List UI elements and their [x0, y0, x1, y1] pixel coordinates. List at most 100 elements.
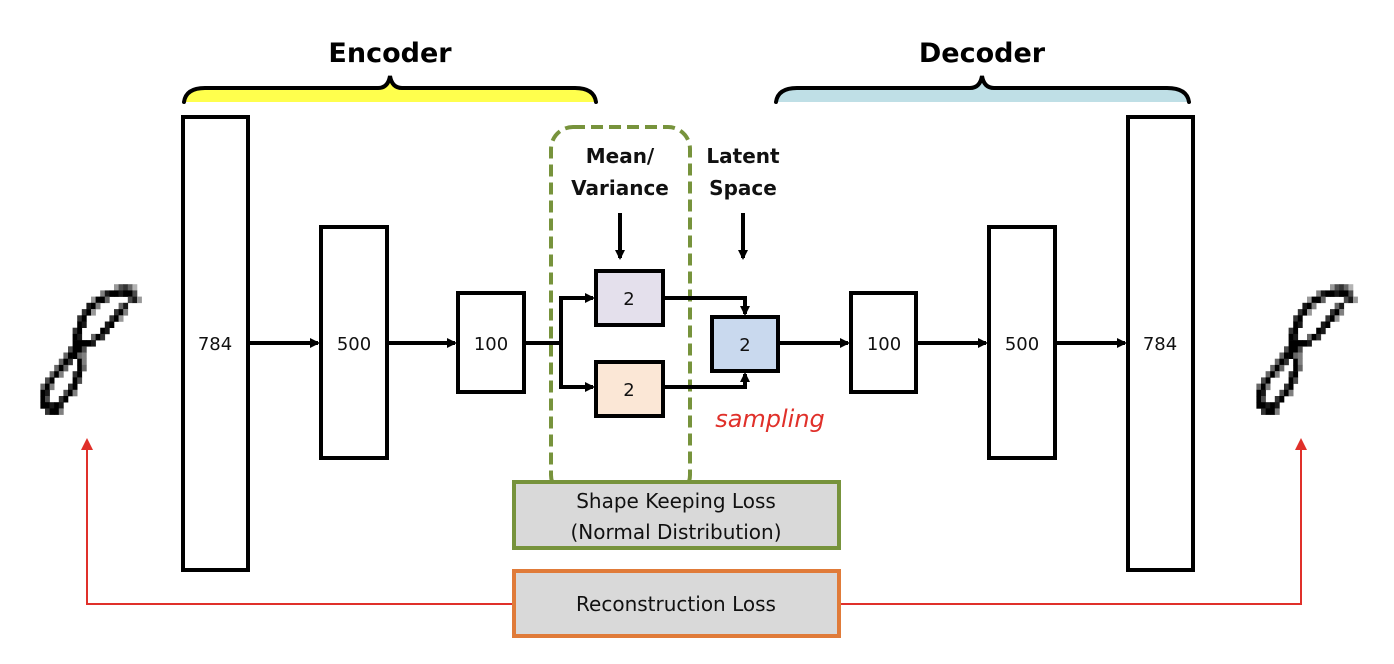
input-digit-pixel: [81, 352, 87, 359]
input-digit-pixel: [77, 340, 83, 347]
input-digit-pixel: [49, 383, 55, 391]
output-digit-pixel: [1288, 383, 1294, 391]
input-digit-pixel: [68, 389, 73, 397]
input-digit-pixel: [118, 284, 124, 291]
input-digit-pixel: [77, 377, 83, 384]
input-digit-pixel: [63, 358, 69, 366]
reconstruction-arrow-left: [81, 438, 514, 605]
input-digit-pixel: [109, 315, 115, 322]
reconstruction-arrow-right: [839, 438, 1307, 605]
output-digit-pixel: [1284, 346, 1289, 353]
output-digit-pixel: [1284, 358, 1289, 366]
output-digit-pixel: [1311, 302, 1317, 310]
input-digit-pixel: [54, 364, 60, 372]
input-digit-pixel: [49, 402, 55, 409]
input-digit-pixel: [118, 302, 124, 310]
input-digit-pixel: [104, 290, 110, 297]
output-digit-pixel: [1297, 346, 1303, 353]
input-digit-pixel: [104, 321, 110, 328]
shape-keeping-loss-line1: Shape Keeping Loss: [576, 489, 776, 513]
output-digit-pixel: [1261, 396, 1266, 403]
output-digit-pixel: [1320, 327, 1326, 335]
output-digit-image: [1256, 284, 1358, 415]
output-digit-pixel: [1325, 315, 1331, 322]
input-digit-pixel: [77, 371, 83, 378]
input-digit-pixel: [100, 327, 106, 335]
output-digit-pixel: [1348, 290, 1354, 297]
output-digit-pixel: [1297, 352, 1303, 359]
arrow-split-to-variance: [559, 343, 595, 392]
output-digit-pixel: [1348, 284, 1354, 291]
encoder-brace-line: [182, 75, 598, 104]
input-digit-pixel: [100, 296, 106, 304]
input-digit-pixel: [63, 364, 69, 372]
output-digit-pixel: [1307, 333, 1312, 341]
input-digit-pixel: [58, 364, 64, 372]
input-digit-pixel: [45, 389, 50, 397]
input-digit-pixel: [81, 340, 87, 347]
arrow-split-to-mean: [559, 293, 595, 343]
input-digit-pixel: [91, 333, 96, 341]
output-digit-pixel: [1270, 408, 1276, 415]
input-digit-pixel: [63, 352, 69, 359]
latent-space-label-line1: Latent: [706, 144, 780, 168]
input-digit-pixel: [104, 296, 110, 304]
output-digit-pixel: [1293, 358, 1299, 366]
input-digit-pixel: [100, 290, 106, 297]
output-digit-pixel: [1284, 383, 1289, 391]
output-digit-pixel: [1274, 364, 1280, 372]
output-digit-pixel: [1302, 340, 1308, 347]
output-digit-pixel: [1334, 315, 1340, 322]
input-digit-pixel: [54, 402, 60, 409]
output-digit-pixel: [1325, 321, 1331, 328]
output-digit-pixel: [1316, 327, 1322, 335]
output-digit-pixel: [1293, 333, 1299, 341]
output-digit-pixel: [1297, 315, 1303, 322]
input-digit-pixel: [77, 321, 83, 328]
input-digit-pixel: [100, 333, 106, 341]
mean-variance-label-line1: Mean/: [586, 144, 655, 168]
input-digit-pixel: [72, 327, 78, 335]
output-digit-pixel: [1293, 352, 1299, 359]
input-digit-pixel: [114, 315, 119, 322]
output-digit-pixel: [1261, 377, 1266, 384]
output-digit-pixel: [1311, 296, 1317, 304]
output-digit-pixel: [1343, 284, 1349, 291]
input-digit-pixel: [132, 296, 138, 304]
input-digit-pixel: [91, 309, 96, 316]
reconstruction-loss-box: [512, 569, 841, 638]
input-digit-pixel: [40, 402, 46, 409]
output-digit-pixel: [1343, 290, 1349, 297]
decoder-brace-line: [774, 75, 1191, 104]
input-digit-pixel: [63, 389, 69, 397]
decoder-layer-100: [849, 291, 918, 394]
output-digit-pixel: [1316, 333, 1322, 341]
input-digit-pixel: [40, 389, 46, 397]
output-digit-pixel: [1339, 309, 1345, 316]
input-digit-pixel: [118, 309, 124, 316]
output-digit-pixel: [1265, 383, 1271, 391]
input-digit-pixel: [68, 383, 73, 391]
encoder-layer-500-label: 500: [337, 334, 371, 355]
input-digit-pixel: [81, 321, 87, 328]
shape-keeping-loss-line2: (Normal Distribution): [570, 520, 781, 544]
output-digit-pixel: [1270, 402, 1276, 409]
decoder-title: Decoder: [919, 38, 1046, 69]
output-digit-pixel: [1330, 284, 1335, 291]
input-digit-pixel: [45, 377, 50, 384]
input-digit-pixel: [109, 290, 115, 297]
mean-variance-group: [549, 125, 692, 499]
input-digit-pixel: [49, 371, 55, 378]
arrow-variance-to-latent: [663, 372, 750, 389]
output-digit-pixel: [1288, 327, 1294, 335]
output-digit-pixel: [1279, 358, 1285, 366]
output-digit-pixel: [1279, 396, 1285, 403]
decoder-layer-100-label: 100: [867, 334, 901, 355]
output-digit-pixel: [1261, 408, 1266, 415]
input-digit-pixel: [63, 396, 69, 403]
input-digit-pixel: [91, 340, 96, 347]
output-digit-pixel: [1297, 364, 1303, 372]
output-digit-pixel: [1288, 352, 1294, 359]
input-digit-pixel: [54, 371, 60, 378]
